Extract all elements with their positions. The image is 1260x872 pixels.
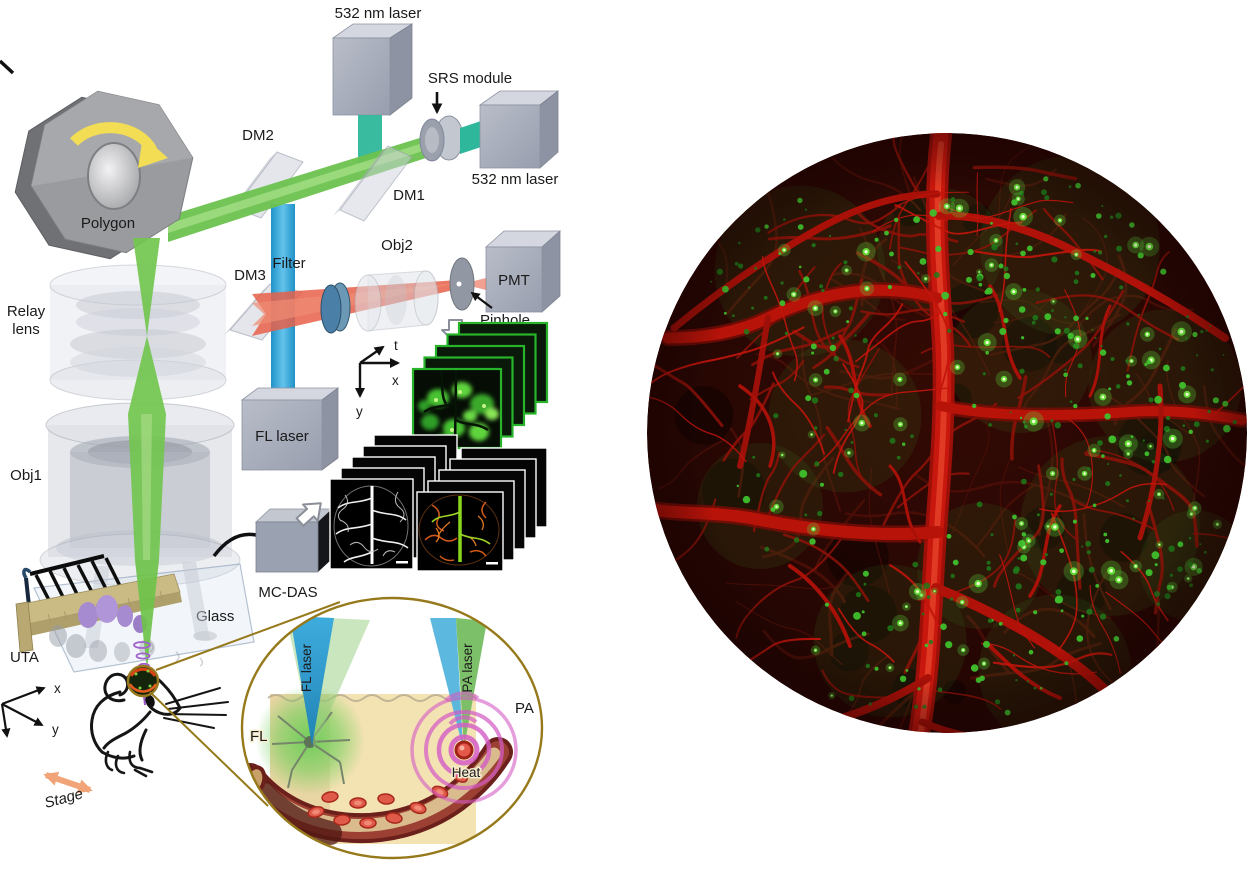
pa-image-stacks	[329, 434, 548, 572]
pa-waves	[410, 691, 518, 804]
txy-axes	[354, 345, 401, 399]
coord-y-label: y	[52, 722, 59, 737]
srs-module-label: SRS module	[428, 70, 512, 87]
pinhole	[449, 257, 493, 311]
laser-532-top-label: 532 nm laser	[335, 5, 422, 22]
optical-setup-diagram: 532 nm laser SRS module 532 nm laser	[0, 5, 562, 860]
mount-leg-right	[182, 562, 210, 640]
fluorescence-image-stack	[411, 321, 549, 450]
polygon-label: Polygon	[81, 215, 135, 232]
fl-laser-label: FL laser	[255, 428, 309, 445]
vignette	[647, 133, 1247, 733]
axis-x-label: x	[392, 373, 399, 388]
micrograph-panel	[647, 133, 1247, 733]
stage-label: Stage	[43, 785, 85, 812]
beam-teal-right	[460, 120, 484, 154]
filter-label: Filter	[272, 255, 305, 272]
inset-fl-label: FL	[250, 728, 268, 745]
mouse-eye	[145, 694, 155, 708]
emission-filter	[320, 282, 351, 334]
fl-laser-cone	[290, 616, 334, 746]
dm2-label: DM2	[242, 127, 274, 144]
mc-das-label: MC-DAS	[258, 584, 317, 601]
inset-fl-laser-label: FL laser	[299, 643, 314, 692]
cranial-window	[126, 664, 160, 698]
fl-laser-box: FL laser	[240, 387, 340, 471]
dichroic-mirror-dm1	[333, 145, 413, 222]
axis-y-label: y	[356, 404, 363, 419]
mouse-sketch	[90, 671, 229, 778]
pmt-label: PMT	[498, 272, 530, 289]
obj2-label: Obj2	[381, 237, 413, 254]
cable	[212, 532, 257, 558]
tissue-inset: FL laser PA laser FL PA Heat	[240, 596, 544, 860]
astrocyte	[271, 711, 351, 789]
dm3-label: DM3	[234, 267, 266, 284]
objective-2	[354, 270, 439, 332]
cropped-edge-mark	[0, 59, 15, 75]
srs-module: SRS module	[419, 70, 512, 162]
relay-lens-label-1: Relay	[7, 303, 46, 320]
beam-green-vertical	[128, 238, 166, 706]
obj1-label: Obj1	[10, 467, 42, 484]
beam-green-diagonal	[168, 136, 426, 242]
pmt-box: PMT	[484, 230, 562, 313]
inset-pa-laser-label: PA laser	[460, 643, 475, 693]
uta-label: UTA	[10, 649, 39, 666]
dm1-label: DM1	[393, 187, 425, 204]
polygon-scanner: Polygon	[14, 90, 194, 260]
callout-line-top	[155, 601, 341, 671]
heat-spot	[454, 740, 474, 760]
coord-x-label: x	[54, 681, 61, 696]
axis-t-label: t	[394, 338, 398, 353]
callout-line-bottom	[149, 691, 269, 807]
flow-arrow-up-right	[295, 502, 322, 527]
relay-lens	[49, 264, 227, 401]
relay-lens-label-2: lens	[12, 321, 40, 338]
stage-motion-arrow	[43, 771, 93, 794]
laser-532-right-label: 532 nm laser	[472, 171, 559, 188]
inset-pa-label: PA	[515, 700, 534, 717]
pa-cone-blue	[430, 618, 463, 748]
inset-heat-label: Heat	[452, 765, 481, 780]
laser-532-top: 532 nm laser	[331, 5, 422, 116]
laser-532-right: 532 nm laser	[472, 90, 560, 188]
inset-ring	[240, 596, 544, 860]
stage-axes	[0, 686, 46, 738]
